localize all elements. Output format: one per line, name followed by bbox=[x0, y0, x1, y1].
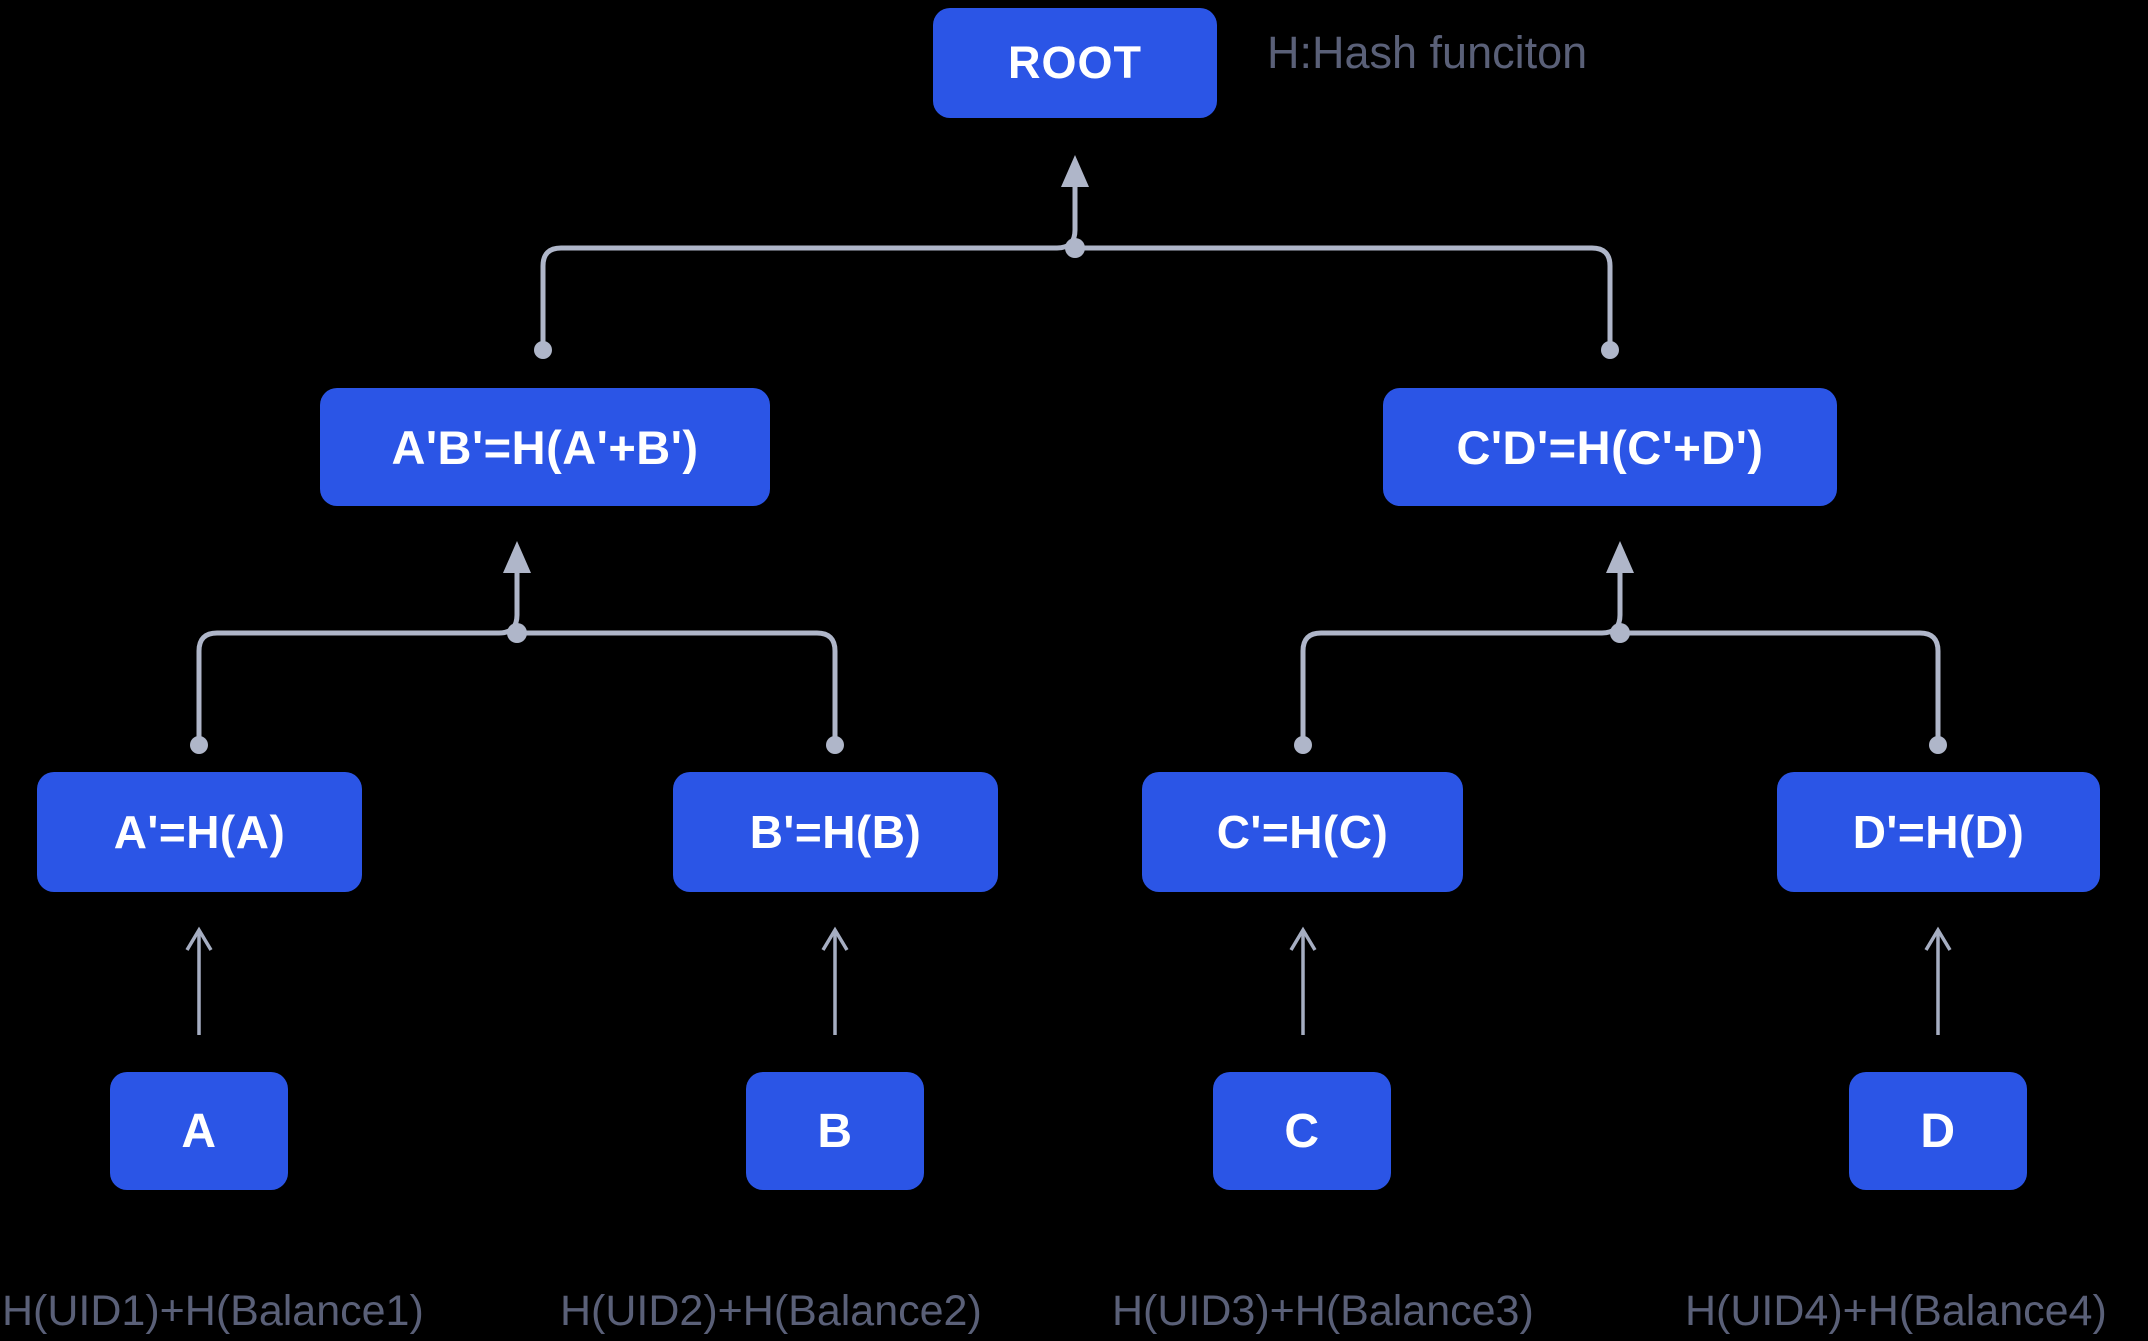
node-leaf-b: B bbox=[746, 1072, 924, 1190]
chevron-up-icon bbox=[1289, 926, 1317, 951]
node-leaf-c: C bbox=[1213, 1072, 1391, 1190]
node-a-hash: A'=H(A) bbox=[37, 772, 362, 892]
node-b-hash: B'=H(B) bbox=[673, 772, 998, 892]
legend-hash-function: H:Hash funciton bbox=[1267, 27, 1588, 78]
leaf-arrow-b bbox=[821, 926, 849, 1035]
node-leaf-d: D bbox=[1849, 1072, 2027, 1190]
leaf-data-label-2: H(UID2)+H(Balance2) bbox=[560, 1287, 982, 1335]
bracket-cd bbox=[1294, 541, 1947, 754]
leaf-data-label-3: H(UID3)+H(Balance3) bbox=[1112, 1287, 1534, 1335]
chevron-up-icon bbox=[1924, 926, 1952, 951]
bracket-root bbox=[534, 155, 1619, 359]
node-c-hash: C'=H(C) bbox=[1142, 772, 1463, 892]
node-d-hash: D'=H(D) bbox=[1777, 772, 2100, 892]
leaf-data-label-1: H(UID1)+H(Balance1) bbox=[2, 1287, 424, 1335]
arrow-up-icon bbox=[1606, 541, 1634, 573]
leaf-arrow-a bbox=[185, 926, 213, 1035]
node-ab-hash: A'B'=H(A'+B') bbox=[320, 388, 770, 506]
leaf-data-label-4: H(UID4)+H(Balance4) bbox=[1685, 1287, 2107, 1335]
node-cd-hash: C'D'=H(C'+D') bbox=[1383, 388, 1837, 506]
leaf-arrow-d bbox=[1924, 926, 1952, 1035]
leaf-arrow-c bbox=[1289, 926, 1317, 1035]
bracket-ab bbox=[190, 541, 844, 754]
arrow-up-icon bbox=[503, 541, 531, 573]
node-leaf-a: A bbox=[110, 1072, 288, 1190]
chevron-up-icon bbox=[185, 926, 213, 951]
arrow-up-icon bbox=[1061, 155, 1089, 187]
node-root: ROOT bbox=[933, 8, 1217, 118]
chevron-up-icon bbox=[821, 926, 849, 951]
